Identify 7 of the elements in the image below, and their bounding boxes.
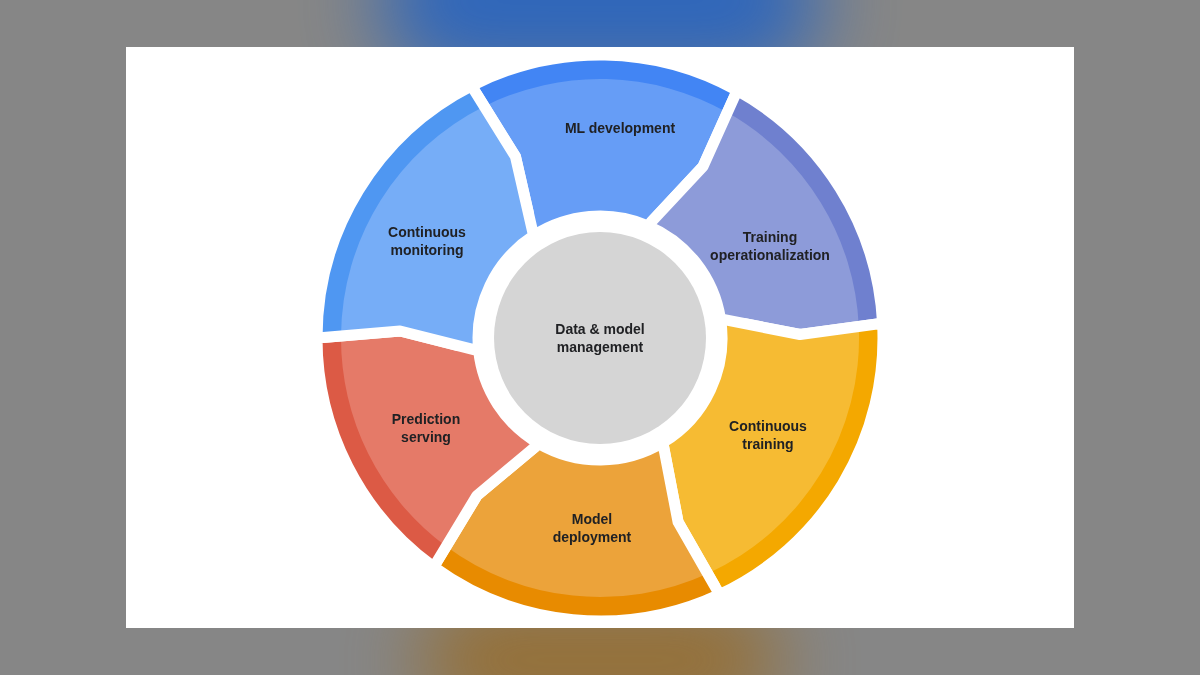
segment-label: Model deployment [551, 510, 633, 546]
segment-label: Continuous training [728, 417, 808, 453]
hub-label: Data & model management [554, 320, 646, 356]
segment-label: ML development [563, 119, 677, 137]
segment-label: Continuous monitoring [387, 223, 467, 259]
segment-label: Prediction serving [390, 410, 462, 446]
segment-label: Training operationalization [709, 228, 831, 264]
